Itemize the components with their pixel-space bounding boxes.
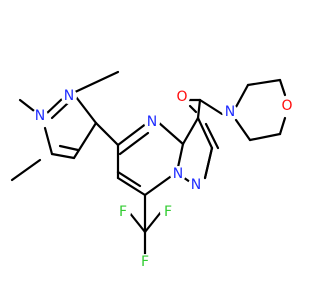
bond xyxy=(50,101,70,120)
atom-n-morpholine: N xyxy=(225,104,235,120)
bond xyxy=(278,78,287,97)
bond xyxy=(156,120,185,146)
bond xyxy=(143,210,163,234)
bond xyxy=(118,131,150,156)
bond xyxy=(278,116,287,136)
atom-n-pyrazole: N xyxy=(191,177,201,193)
bond xyxy=(198,98,224,116)
bond xyxy=(196,116,214,150)
atom-f-left: F xyxy=(119,204,127,220)
atom-o-morpholine: O xyxy=(281,98,292,114)
bond xyxy=(188,104,198,114)
atom-n-pyrimidine: N xyxy=(147,114,157,130)
bond xyxy=(234,83,250,109)
atom-o-carbonyl: O xyxy=(176,89,187,105)
bond xyxy=(246,78,282,87)
bond xyxy=(43,126,54,156)
bond xyxy=(234,118,252,142)
bond xyxy=(116,121,149,147)
bond xyxy=(72,121,98,160)
atom-n-pz-methyl: N xyxy=(35,108,45,124)
bond xyxy=(94,121,120,147)
bond xyxy=(43,96,65,117)
bond xyxy=(10,158,42,182)
atom-n-bridge: N xyxy=(173,166,183,182)
bond xyxy=(58,144,80,152)
molecule-canvas: N N N N N N O O F F F xyxy=(10,70,295,270)
bond xyxy=(50,152,76,160)
bonds xyxy=(10,70,287,256)
bond xyxy=(204,122,220,150)
atom-f-right: F xyxy=(164,204,172,220)
bond xyxy=(71,70,120,95)
bond xyxy=(116,176,147,197)
bond xyxy=(71,91,98,125)
atom-n-pz: N xyxy=(64,88,74,104)
bond xyxy=(127,210,147,234)
atom-f-bottom: F xyxy=(141,254,149,270)
bond xyxy=(181,116,200,146)
bond xyxy=(248,132,282,142)
bond xyxy=(196,98,202,120)
atom-labels: N N N N N N O O F F F xyxy=(32,88,295,270)
bond xyxy=(116,170,142,188)
structure-diagram: N N N N N N O O F F F xyxy=(10,70,295,270)
bond xyxy=(203,146,214,180)
